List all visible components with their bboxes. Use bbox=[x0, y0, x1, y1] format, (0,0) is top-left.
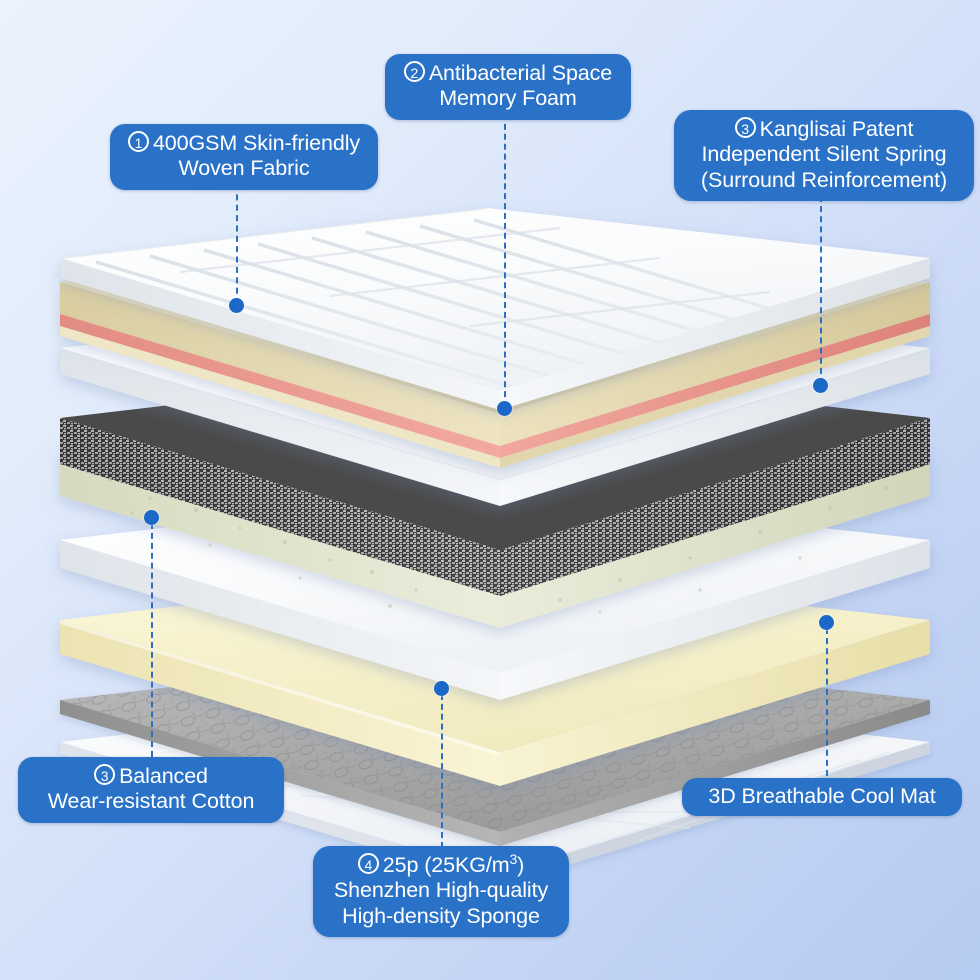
callout-cool-mat-line1: 3D Breathable Cool Mat bbox=[708, 784, 936, 808]
callout-sponge-line2: Shenzhen High-quality bbox=[333, 878, 549, 903]
callout-number-badge-2: 2 bbox=[403, 61, 425, 82]
callout-number-badge-3b: 3 bbox=[94, 764, 116, 785]
cubic-meter-superscript: 3 bbox=[509, 851, 518, 867]
callout-number-badge-1: 1 bbox=[127, 131, 149, 152]
leader-dot-silent-spring bbox=[813, 378, 828, 393]
leader-dot-sponge bbox=[434, 681, 449, 696]
leader-line-cool-mat bbox=[826, 628, 828, 776]
callout-wear-cotton-line2: Wear-resistant Cotton bbox=[47, 789, 255, 814]
leader-line-memory-foam bbox=[504, 114, 506, 407]
leader-line-sponge bbox=[441, 694, 443, 848]
callout-number-badge-3: 3 bbox=[734, 117, 756, 138]
leader-dot-memory-foam bbox=[497, 401, 512, 416]
callout-silent-spring-line3: (Surround Reinforcement) bbox=[700, 167, 948, 192]
callout-memory-foam-line2: Memory Foam bbox=[439, 86, 577, 111]
leader-line-silent-spring bbox=[820, 196, 822, 384]
callout-sponge-line3: High-density Sponge bbox=[342, 903, 540, 928]
callout-number-badge-4: 4 bbox=[357, 853, 379, 874]
leader-line-wear-cotton bbox=[151, 523, 153, 757]
callout-silent-spring-line2: Independent Silent Spring bbox=[701, 142, 947, 167]
leader-dot-wear-cotton bbox=[144, 510, 159, 525]
leader-line-woven-fabric bbox=[236, 184, 238, 304]
leader-dot-cool-mat bbox=[819, 615, 834, 630]
callout-cool-mat[interactable]: 3D Breathable Cool Mat bbox=[682, 778, 962, 817]
callout-woven-fabric-line2: Woven Fabric bbox=[178, 156, 310, 181]
leader-dot-woven-fabric bbox=[229, 298, 244, 313]
